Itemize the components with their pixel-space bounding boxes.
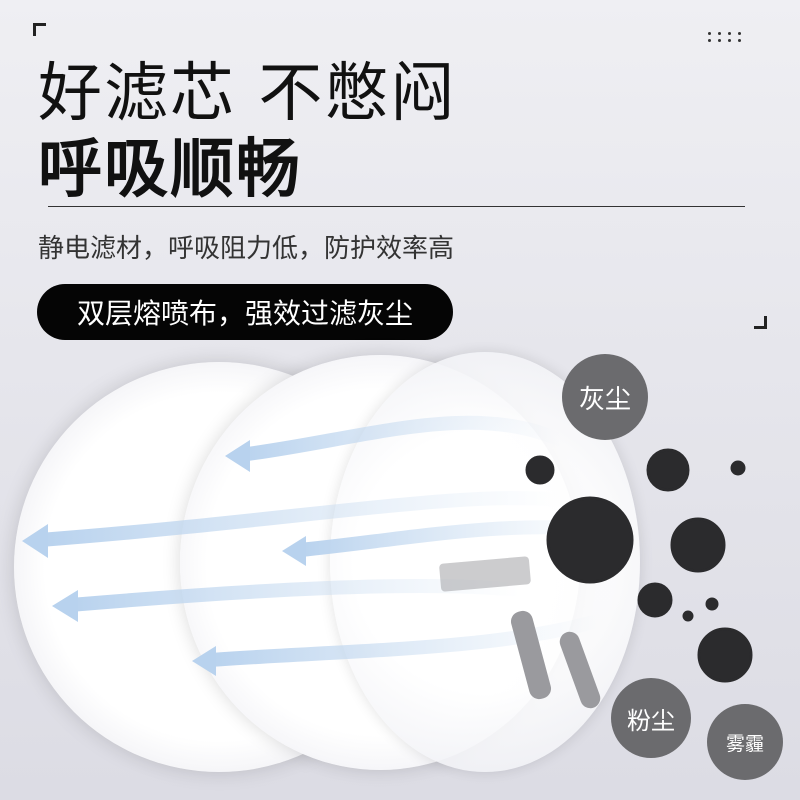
virus-icon	[670, 517, 726, 573]
dust-particles	[439, 556, 601, 709]
virus-icon	[730, 460, 746, 476]
dots-decoration	[708, 32, 742, 42]
divider	[48, 206, 745, 207]
headline-line1: 好滤芯 不憋闷	[38, 57, 457, 131]
headline-line2: 呼吸顺畅	[38, 133, 302, 207]
feature-pill: 双层熔喷布，强效过滤灰尘	[37, 284, 453, 340]
virus-particles	[525, 448, 753, 683]
corner-bracket-top-left	[33, 23, 46, 36]
virus-icon	[525, 455, 555, 485]
label-dust: 灰尘	[562, 354, 648, 440]
label-powder: 粉尘	[611, 678, 691, 758]
virus-icon	[637, 582, 673, 618]
virus-icon	[646, 448, 690, 492]
subtitle: 静电滤材，呼吸阻力低，防护效率高	[38, 234, 455, 264]
virus-icon	[546, 496, 634, 584]
virus-icon	[705, 597, 719, 611]
virus-icon	[697, 627, 753, 683]
arrow-heads	[22, 440, 306, 676]
label-smog: 雾霾	[707, 704, 783, 780]
virus-icon	[682, 610, 694, 622]
corner-bracket-bottom-right	[754, 316, 767, 329]
